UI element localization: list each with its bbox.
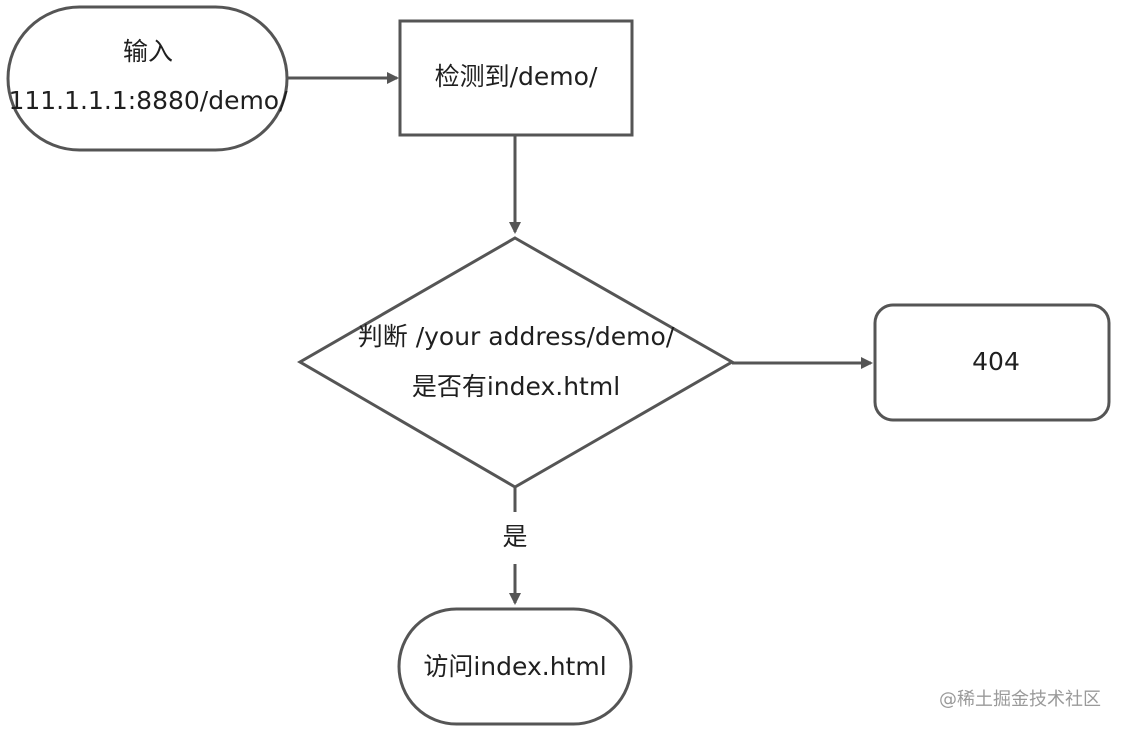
start-node-label-line2: 111.1.1.1:8880/demo/ xyxy=(8,86,288,115)
yes-edge-label: 是 xyxy=(502,522,528,551)
visit-node xyxy=(397,607,633,726)
watermark-text: @稀土掘金技术社区 xyxy=(939,689,1101,710)
detect-node xyxy=(398,19,634,137)
decision-node-label-line1: 判断 /your address/demo/ xyxy=(357,322,675,351)
404-node xyxy=(873,303,1111,422)
404-node-label: 404 xyxy=(972,347,1020,376)
detect-node-label: 检测到/demo/ xyxy=(434,62,598,91)
start-node-label-line1: 输入 xyxy=(122,37,174,66)
visit-node-label: 访问index.html xyxy=(423,652,607,681)
start-node xyxy=(6,5,289,152)
decision-node-label-line2: 是否有index.html xyxy=(411,372,621,401)
decision-node xyxy=(297,236,736,489)
